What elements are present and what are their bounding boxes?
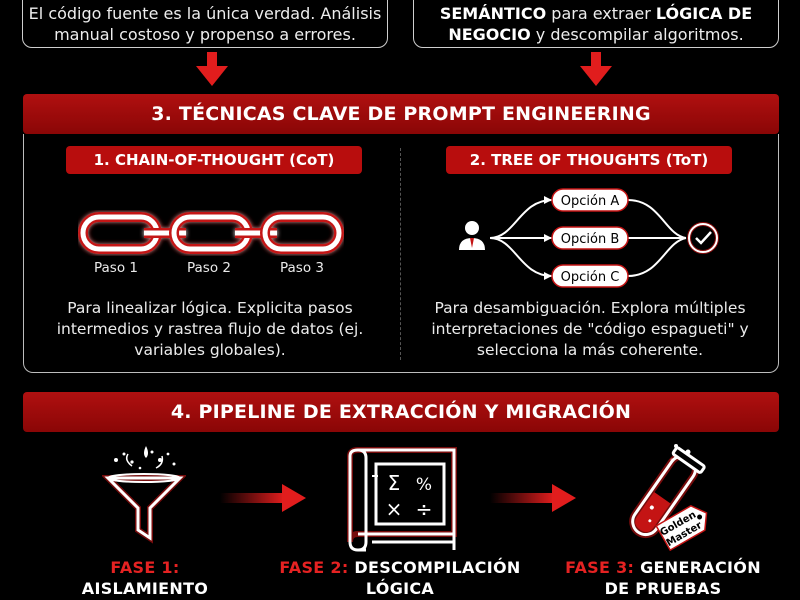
techniques-divider — [400, 148, 401, 360]
section4-title: 4. PIPELINE DE EXTRACCIÓN Y MIGRACIÓN — [23, 392, 779, 432]
blueprint-icon: Σ % × ÷ — [347, 447, 457, 552]
tot-option-b: Opción B — [561, 232, 620, 247]
cot-step-2: Paso 2 — [187, 260, 231, 276]
pipeline-arrow-2-icon — [490, 484, 576, 512]
phase-1-prefix: FASE 1: — [110, 558, 180, 577]
svg-text:%: % — [416, 475, 432, 495]
cot-step-3: Paso 3 — [280, 260, 324, 276]
phase-3-label: FASE 3: GENERACIÓN DE PRUEBAS — [548, 557, 778, 599]
problem-text-line1: El código fuente es la única verdad. Aná… — [28, 4, 382, 23]
tot-option-c: Opción C — [561, 270, 620, 285]
problem-text-line2: manual costoso y propenso a errores. — [54, 25, 356, 44]
phase-2-name-line1: DESCOMPILACIÓN — [354, 558, 521, 577]
cot-description: Para linealizar lógica. Explicita pasos … — [56, 299, 364, 359]
solution-bold-semantico: SEMÁNTICO — [439, 4, 547, 23]
section3-title: 3. TÉCNICAS CLAVE DE PROMPT ENGINEERING — [23, 94, 779, 134]
phase-2-prefix: FASE 2: — [279, 558, 349, 577]
problem-box: El código fuente es la única verdad. Aná… — [22, 0, 388, 48]
test-tube-icon: Golden Master — [629, 444, 708, 552]
funnel-icon — [102, 446, 186, 544]
tree-of-thoughts-diagram: Opción A Opción B Opción C — [459, 188, 719, 288]
phase-2-name-line2: LÓGICA — [365, 579, 435, 598]
down-arrow-right-icon — [580, 52, 612, 86]
tot-option-a: Opción A — [561, 194, 620, 209]
phase-2-label: FASE 2: DESCOMPILACIÓN LÓGICA — [270, 557, 530, 599]
phase-3-prefix: FASE 3: — [565, 558, 635, 577]
cot-title: 1. CHAIN-OF-THOUGHT (CoT) — [66, 146, 362, 174]
solution-bold-negocio: NEGOCIO — [448, 25, 531, 44]
user-icon — [459, 221, 485, 250]
pipeline-arrow-1-icon — [220, 484, 306, 512]
svg-text:Σ: Σ — [388, 471, 401, 495]
phase-1-name: AISLAMIENTO — [81, 579, 209, 598]
solution-text-rest: y descompilar algoritmos. — [530, 25, 744, 44]
tot-description: Para desambiguación. Explora múltiples i… — [431, 299, 749, 359]
chain-links-icon — [78, 212, 344, 254]
solution-bold-logica: LÓGICA DE — [655, 4, 753, 23]
tot-title: 2. TREE OF THOUGHTS (ToT) — [446, 146, 732, 174]
check-circle-icon — [687, 222, 719, 254]
phase-3-name-line2: DE PRUEBAS — [604, 579, 722, 598]
down-arrow-left-icon — [196, 52, 228, 86]
solution-text-mid: para extraer — [546, 4, 656, 23]
svg-text:÷: ÷ — [416, 497, 433, 521]
cot-step-1: Paso 1 — [94, 260, 138, 276]
techniques-panel — [23, 134, 779, 373]
phase-3-name-line1: GENERACIÓN — [640, 558, 761, 577]
solution-box: SEMÁNTICO para extraer LÓGICA DE NEGOCIO… — [413, 0, 779, 48]
svg-text:×: × — [386, 497, 403, 521]
phase-1-label: FASE 1: AISLAMIENTO — [60, 557, 230, 599]
